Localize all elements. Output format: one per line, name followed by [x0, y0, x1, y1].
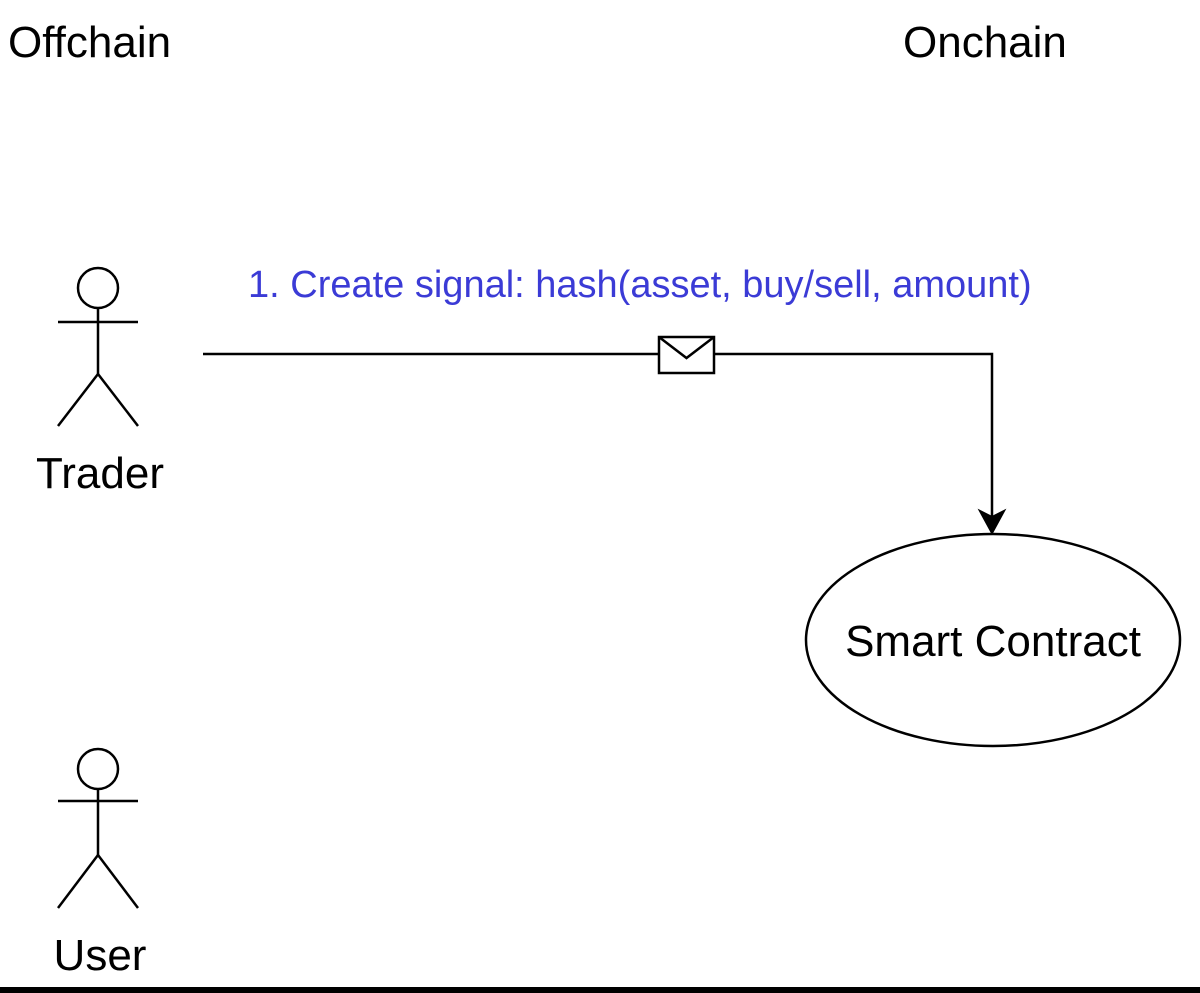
trader-label: Trader [36, 449, 164, 498]
trader-actor[interactable]: Trader [36, 266, 164, 498]
bottom-divider [0, 987, 1200, 993]
arrowhead-icon [977, 508, 1007, 536]
smart-contract-node[interactable]: Smart Contract [804, 532, 1182, 748]
create-signal-connector [203, 352, 994, 516]
create-signal-label: 1. Create signal: hash(asset, buy/sell, … [248, 264, 1032, 306]
onchain-zone-label: Onchain [903, 18, 1067, 67]
smart-contract-label: Smart Contract [845, 617, 1141, 666]
user-label: User [54, 931, 147, 980]
user-stick-figure-icon [57, 747, 139, 909]
envelope-icon [657, 335, 716, 375]
smart-contract-ellipse [804, 532, 1182, 748]
create-signal-edge[interactable]: 1. Create signal: hash(asset, buy/sell, … [203, 264, 1032, 536]
trader-stick-figure-icon [57, 266, 139, 427]
offchain-zone-label: Offchain [8, 18, 171, 67]
user-actor[interactable]: User [54, 747, 147, 980]
